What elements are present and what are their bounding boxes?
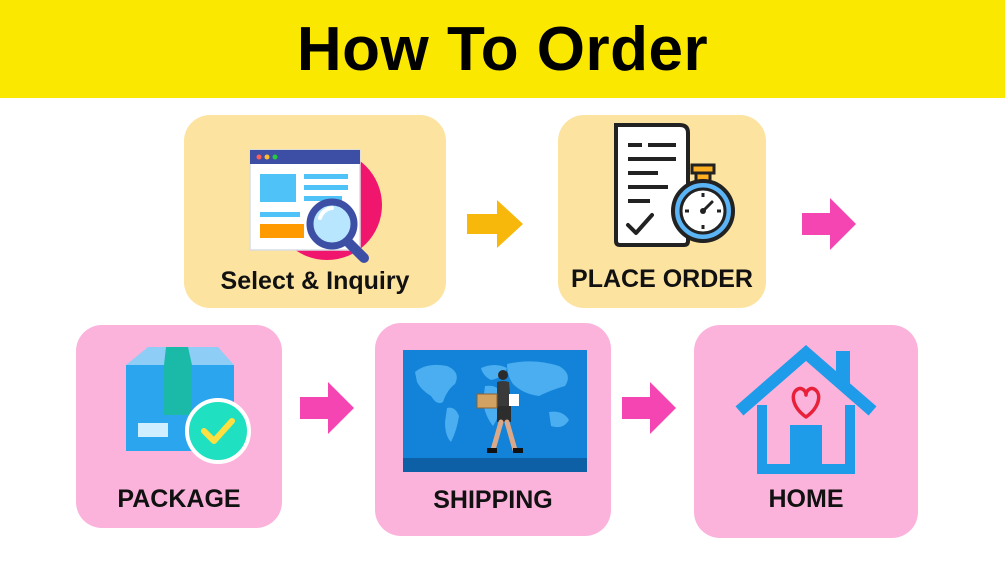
step-card-home: HOME — [694, 325, 918, 538]
arrow-right-icon — [802, 198, 856, 250]
step-card-package: PACKAGE — [76, 325, 282, 528]
step-card-shipping: SHIPPING — [375, 323, 611, 536]
arrow-right-icon — [622, 382, 676, 434]
page-title: How To Order — [296, 14, 709, 84]
house-heart-icon — [734, 345, 878, 475]
step-label-shipping: SHIPPING — [433, 486, 553, 514]
world-map-courier-icon — [403, 350, 587, 472]
arrow-right-icon — [300, 382, 354, 434]
package-check-icon — [120, 343, 260, 471]
step-card-select-inquiry: Select & Inquiry — [184, 115, 446, 308]
order-document-stopwatch-icon — [608, 121, 738, 256]
step-label-select-inquiry: Select & Inquiry — [220, 267, 410, 295]
browser-search-icon — [242, 130, 382, 265]
title-bar: How To Order — [0, 0, 1005, 98]
step-card-place-order: PLACE ORDER — [558, 115, 766, 308]
step-label-place-order: PLACE ORDER — [571, 265, 753, 293]
step-label-package: PACKAGE — [117, 485, 241, 513]
step-label-home: HOME — [768, 485, 844, 513]
arrow-right-icon — [467, 200, 523, 248]
